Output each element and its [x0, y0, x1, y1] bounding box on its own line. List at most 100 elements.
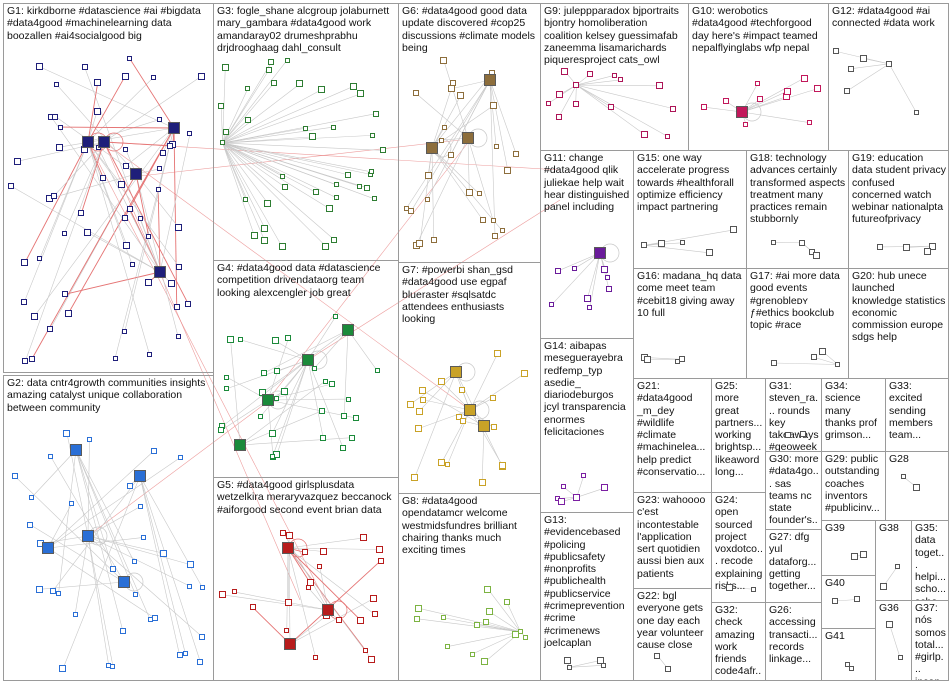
edge: [65, 271, 161, 295]
edge: [467, 137, 470, 193]
node-marker: [601, 266, 609, 274]
edge: [576, 475, 585, 498]
node-marker: [72, 612, 78, 618]
node-marker: [886, 60, 893, 67]
node-marker: [266, 66, 273, 73]
node-marker: [311, 365, 317, 371]
node-marker: [330, 124, 336, 130]
group-cell-g21: G21: #data4good _m_dey #wildlife #climat…: [633, 378, 712, 493]
edge: [418, 371, 457, 412]
node-marker: [150, 75, 156, 81]
node-marker: [35, 62, 43, 70]
edge: [31, 449, 77, 498]
hub-avatar: [98, 136, 110, 148]
edge: [87, 535, 191, 565]
node-marker: [587, 304, 593, 310]
group-cell-g35: G35: data toget... helpi... scho... scho…: [911, 520, 949, 601]
node-marker: [37, 255, 43, 261]
node-marker: [156, 117, 162, 123]
group-label: G33: excited sending members team...: [889, 380, 936, 442]
node-marker: [573, 82, 580, 89]
node-marker: [357, 616, 365, 624]
node-marker: [129, 262, 135, 268]
node-marker: [364, 184, 371, 191]
node-marker: [835, 362, 841, 367]
node-marker: [447, 85, 455, 93]
node-marker: [549, 302, 555, 308]
hub-avatar: [42, 542, 54, 554]
node-marker: [482, 618, 489, 625]
node-marker: [127, 55, 133, 61]
node-marker: [894, 564, 900, 570]
hub-avatar: [736, 106, 748, 118]
edge: [75, 449, 135, 562]
node-marker: [440, 56, 448, 64]
edge: [773, 362, 838, 365]
hub-avatar: [284, 638, 296, 650]
node-marker: [313, 655, 319, 661]
node-marker: [177, 455, 183, 460]
node-marker: [100, 174, 107, 181]
edge: [222, 142, 337, 198]
hub-avatar: [342, 324, 354, 336]
group-cell-g12: G12: #data4good #ai connected #data work: [828, 3, 949, 151]
node-marker: [617, 77, 623, 83]
edge: [25, 141, 105, 362]
group-cell-g31: G31: steven_ra... rounds key takeaways #…: [765, 378, 822, 452]
node-marker: [513, 151, 520, 158]
node-marker: [494, 350, 502, 358]
group-cell-g40: G40: [821, 575, 876, 629]
edge: [576, 487, 606, 498]
node-marker: [493, 144, 499, 150]
node-marker: [860, 550, 868, 558]
node-marker: [879, 582, 887, 590]
group-label: G32: check amazing work friends code4afr…: [715, 604, 762, 680]
node-marker: [484, 585, 492, 593]
hub-avatar: [168, 122, 180, 134]
node-marker: [445, 462, 450, 468]
edge: [222, 69, 270, 144]
edge: [87, 141, 150, 355]
edge: [485, 621, 521, 633]
node-marker: [260, 370, 267, 377]
node-marker: [173, 303, 180, 310]
node-marker: [318, 407, 325, 414]
node-marker: [481, 658, 489, 666]
node-marker: [274, 396, 280, 402]
edge: [252, 607, 291, 645]
group-cell-g14: G14: aibapas meseguerayebra redfemp_typ …: [540, 338, 634, 513]
node-marker: [557, 498, 565, 506]
node-marker: [406, 400, 414, 408]
node-marker: [14, 157, 22, 165]
node-marker: [664, 133, 670, 139]
edge: [729, 586, 754, 590]
node-marker: [654, 652, 661, 659]
edge: [87, 535, 164, 554]
edge: [431, 72, 493, 149]
group-label: G11: change #data4good qlik juliekae hel…: [544, 152, 633, 214]
edge: [222, 142, 338, 186]
group-label: G15: one way accelerate progress towards…: [637, 152, 737, 214]
hub-avatar: [426, 142, 438, 154]
node-marker: [349, 82, 357, 90]
edge: [222, 126, 334, 144]
edge: [23, 141, 89, 303]
node-marker: [317, 86, 325, 94]
node-marker: [250, 232, 258, 240]
hub-avatar: [118, 576, 130, 588]
node-marker: [340, 445, 347, 452]
node-marker: [64, 309, 72, 317]
edge: [222, 83, 300, 144]
node-marker: [499, 462, 507, 470]
node-marker: [220, 140, 226, 146]
edge: [49, 173, 137, 199]
node-marker: [679, 240, 685, 246]
group-label: G24: open sourced project voxdotco... re…: [715, 494, 763, 592]
edge: [888, 63, 917, 114]
edge: [135, 173, 150, 237]
node-marker: [322, 242, 330, 250]
node-marker: [458, 386, 465, 393]
node-marker: [146, 233, 152, 239]
node-marker: [81, 64, 88, 71]
node-marker: [784, 87, 792, 95]
